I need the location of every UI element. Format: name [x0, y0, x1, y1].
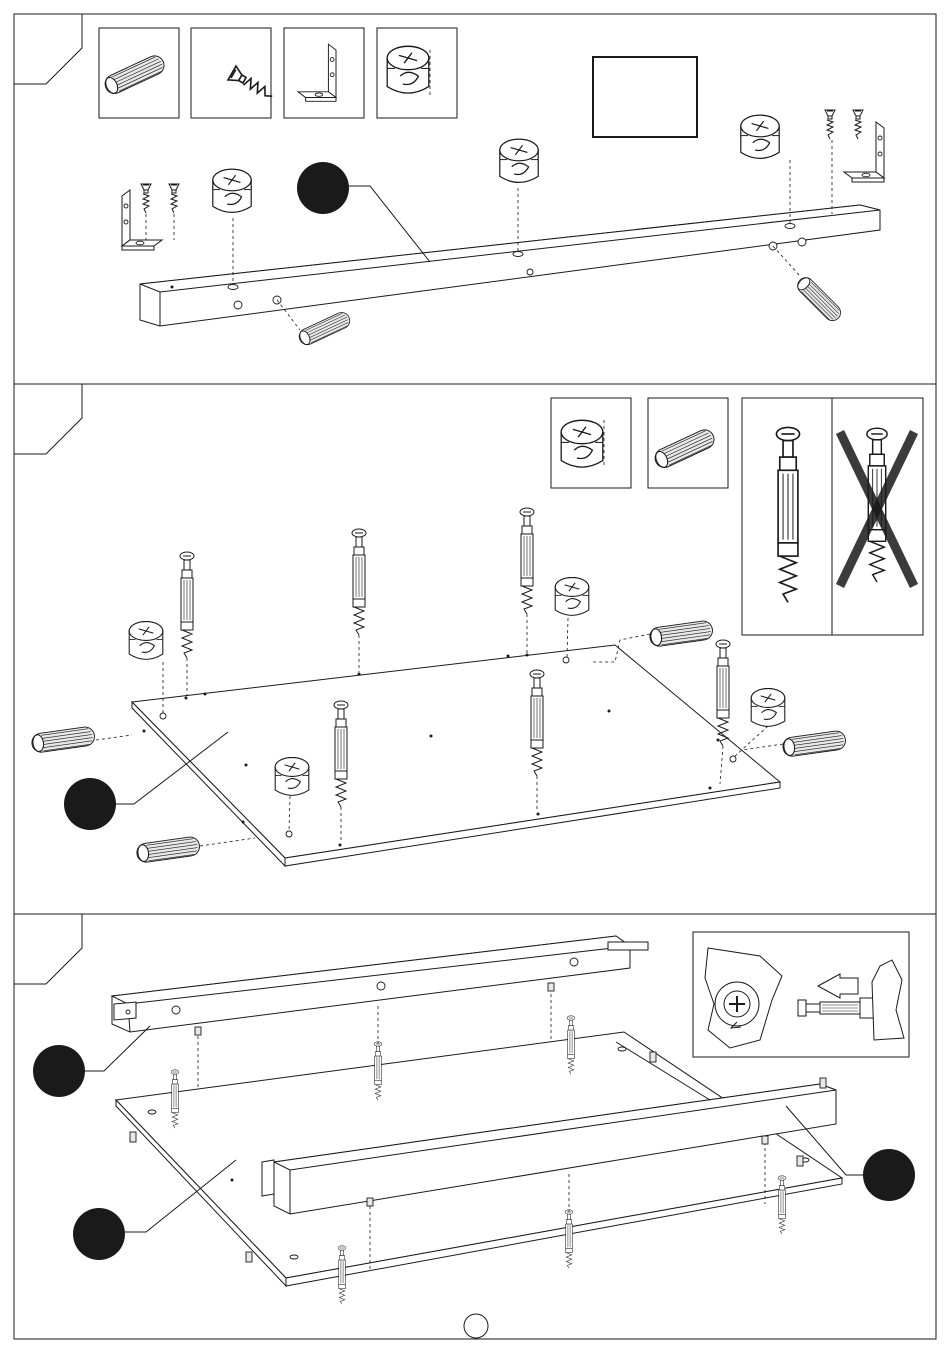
parts-legend: [99, 28, 457, 118]
cam-lock-icon: [275, 758, 309, 796]
callout-leader: [349, 186, 430, 262]
cam-lock-icon: [751, 689, 785, 727]
cam-lock-icon: [741, 115, 779, 158]
cam-lock-icon: [561, 420, 603, 467]
wooden-dowel-icon: [136, 836, 201, 863]
cam-bolt-icon: [352, 529, 366, 635]
wooden-dowel-icon: [794, 274, 844, 324]
part-callout: [297, 162, 349, 214]
cam-bolt-icon: [776, 427, 799, 602]
step-number-tab: [14, 914, 82, 984]
shelf-panel: [132, 645, 780, 866]
wood-screw-icon: [169, 184, 179, 213]
bolt-orientation-detail: [742, 398, 923, 635]
cam-lock-icon: [213, 169, 251, 212]
step-number-tab: [14, 384, 82, 454]
rail-panel: [140, 205, 880, 326]
direction-arrow-icon: [818, 974, 858, 998]
wooden-dowel-icon: [649, 620, 714, 647]
callout-leader: [85, 1026, 150, 1071]
wood-screw-icon: [825, 110, 835, 139]
cam-bolt-icon: [180, 552, 194, 658]
angle-bracket-icon: [844, 122, 884, 182]
part-callout: [33, 1045, 85, 1097]
page-number-circle: [464, 1314, 488, 1338]
part-callout: [863, 1149, 915, 1201]
part-callout: [64, 778, 116, 830]
cam-bolt-icon: [520, 508, 534, 614]
wood-screw-icon: [141, 184, 151, 213]
cam-lock-icon: [500, 139, 538, 182]
angle-bracket-icon: [298, 44, 336, 101]
wooden-dowel-icon: [652, 427, 717, 471]
wood-screw-icon: [228, 66, 276, 103]
step-number-tab: [14, 14, 82, 84]
cam-lock-icon: [555, 578, 589, 616]
label-box: [593, 57, 697, 137]
cam-bolt-icon: [798, 998, 874, 1018]
wooden-dowel-icon: [782, 730, 847, 757]
step-2-panel: [14, 384, 923, 866]
parts-legend: [551, 398, 728, 488]
wood-screw-icon: [853, 110, 863, 139]
cam-lock-icon: [129, 622, 163, 660]
part-callout: [73, 1208, 125, 1260]
cam-lock-icon: [387, 46, 429, 93]
step-3-panel: [14, 914, 915, 1304]
tightening-detail: [693, 932, 909, 1057]
wooden-dowel-icon: [31, 726, 96, 753]
wooden-dowel-icon: [297, 310, 353, 348]
step-1-panel: [14, 14, 884, 347]
wooden-dowel-icon: [102, 53, 167, 97]
